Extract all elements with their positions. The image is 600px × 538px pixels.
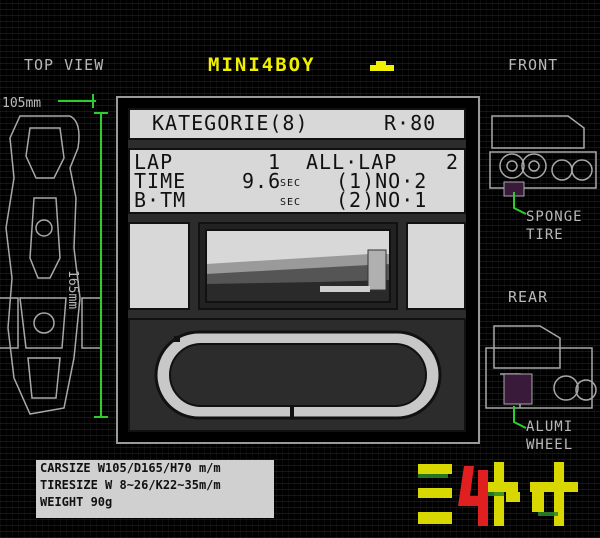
car-rear-view-icon (485, 325, 597, 409)
round-label: R·80 (384, 111, 437, 135)
track-perspective-icon (205, 229, 391, 303)
category-box: KATEGORIE(8) R·80 (128, 108, 466, 140)
track-map-icon (154, 330, 442, 420)
time-sec-unit: SEC (280, 178, 302, 189)
rank-2-entry: (2)NO·1 (336, 188, 428, 212)
front-view-label: FRONT (508, 56, 559, 74)
length-measure-line (100, 112, 102, 418)
lap-label: LAP (134, 150, 174, 174)
tiresize-spec: TIRESIZE W 8~26/K22~35m/m (40, 478, 221, 492)
category-label: KATEGORIE(8) (152, 111, 309, 135)
top-view-label: TOP VIEW (24, 56, 105, 74)
sponge-tire-pointer-icon (513, 192, 527, 215)
left-side-view (128, 222, 190, 310)
alumi-wheel-pointer-icon (513, 406, 527, 429)
weight-spec: WEIGHT 90g (40, 495, 113, 509)
car-front-view-icon (489, 115, 597, 197)
length-measure-bottom (94, 416, 108, 418)
best-sec-unit: SEC (280, 197, 302, 208)
car-spec-box: CARSIZE W105/D165/H70 m/m TIRESIZE W 8~2… (36, 460, 274, 518)
rear-part-label: ALUMI WHEEL (526, 419, 574, 453)
car-top-view-icon (0, 115, 100, 415)
all-lap-value: 2 (446, 150, 460, 174)
time-label: TIME (134, 169, 187, 193)
game-title: MINI4BOY (208, 54, 316, 76)
width-dimension: 105mm (2, 96, 42, 111)
best-time-label: B·TM (134, 188, 187, 212)
track-camera-view (198, 222, 398, 310)
width-measure-line (58, 100, 96, 102)
carsize-spec: CARSIZE W105/D165/H70 m/m (40, 461, 221, 475)
width-measure-tick (92, 94, 94, 108)
track-map-box (128, 318, 466, 432)
car-icon (370, 61, 394, 71)
game-logo (418, 462, 578, 528)
length-measure-top (94, 112, 108, 114)
lap-info-box: LAP 1 ALL·LAP 2 TIME 9.6 SEC (1)NO·2 B·T… (128, 148, 466, 214)
front-part-label: SPONGE TIRE (526, 209, 583, 243)
right-side-view (406, 222, 466, 310)
time-value: 9.6 (242, 169, 282, 193)
rear-view-label: REAR (508, 288, 549, 306)
race-monitor-panel: KATEGORIE(8) R·80 LAP 1 ALL·LAP 2 TIME 9… (128, 108, 466, 432)
rank-1-entry: (1)NO·2 (336, 169, 428, 193)
all-lap-label: ALL·LAP (306, 150, 398, 174)
mini4wd-logo-icon (418, 462, 578, 526)
lap-value: 1 (268, 150, 282, 174)
